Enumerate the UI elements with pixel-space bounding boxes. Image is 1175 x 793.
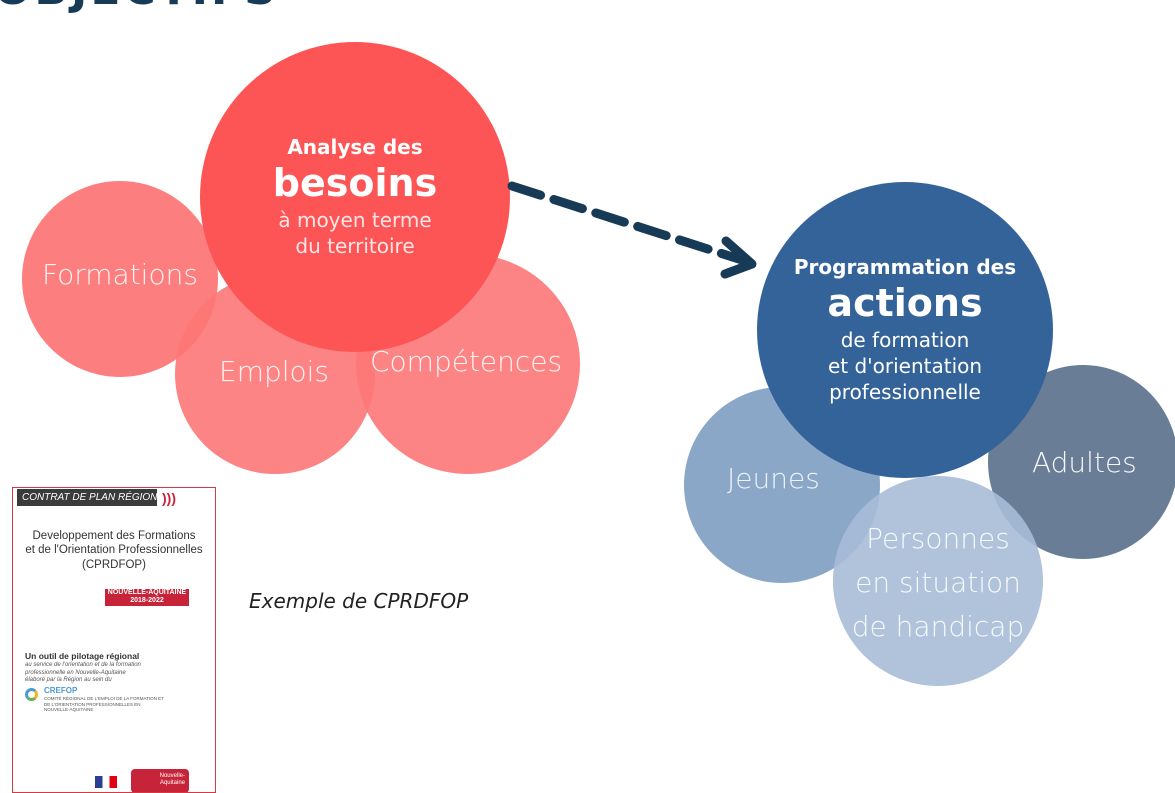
- cprdfop-document-thumbnail: CONTRAT DE PLAN RÉGIONAL ))) Developpeme…: [12, 487, 216, 793]
- handicap-line1: Personnes: [866, 522, 1010, 555]
- french-flag-icon: [95, 776, 117, 788]
- needs-line4: du territoire: [295, 234, 415, 259]
- doc-title-line1: Developpement des Formations: [32, 530, 196, 542]
- na-logo-line1: Nouvelle-: [159, 773, 185, 779]
- needs-line1: Analyse des: [287, 134, 423, 159]
- adultes-label: Adultes: [1032, 446, 1137, 479]
- needs-main-circle: Analyse des besoins à moyen terme du ter…: [200, 42, 510, 352]
- crefop-logo-icon: [25, 688, 38, 701]
- handicap-circle: [833, 476, 1043, 686]
- handicap-line3: de handicap: [851, 610, 1025, 643]
- needs-line2: besoins: [272, 160, 438, 205]
- doc-tool-sub-line1: au service de l'orientation et de la for…: [25, 662, 141, 668]
- actions-line3: de formation: [840, 328, 970, 353]
- doc-header: CONTRAT DE PLAN RÉGIONAL: [17, 489, 170, 506]
- doc-title-line2: et de l'Orientation Professionnelles: [25, 544, 203, 557]
- page-title: OBJECTIFS: [0, 0, 279, 15]
- competences-label: Compétences: [370, 345, 563, 378]
- nouvelle-aquitaine-logo-icon: Nouvelle- Aquitaine: [131, 769, 189, 792]
- doc-region-badge: NOUVELLE-AQUITAINE 2018-2022: [105, 589, 189, 606]
- actions-line2: actions: [827, 280, 983, 325]
- sound-waves-icon: ))): [162, 490, 176, 506]
- doc-tool-block: Un outil de pilotage régional au service…: [25, 651, 210, 685]
- crefop-desc: COMITÉ RÉGIONAL DE L'EMPLOI DE LA FORMAT…: [44, 696, 164, 713]
- handicap-label: Personnes en situation de handicap: [833, 517, 1043, 649]
- actions-line1: Programmation des: [793, 254, 1017, 279]
- actions-line4: et d'orientation: [827, 354, 983, 379]
- actions-main-circle: Programmation des actions de formation e…: [757, 182, 1053, 478]
- doc-tool-title: Un outil de pilotage régional: [25, 651, 140, 661]
- needs-line3: à moyen terme: [278, 208, 432, 233]
- handicap-line2: en situation: [855, 566, 1021, 599]
- doc-tool-sub-line2: professionnelle en Nouvelle-Aquitaine: [25, 669, 126, 676]
- doc-tool-sub: au service de l'orientation et de la for…: [25, 662, 210, 685]
- na-logo-line2: Aquitaine: [159, 780, 185, 786]
- emplois-label: Emplois: [219, 355, 330, 388]
- doc-region-line1: NOUVELLE-AQUITAINE: [107, 589, 187, 596]
- doc-tool-sub-line3: élaboré par la Région au sein du: [25, 677, 112, 683]
- document-caption: Exemple de CPRDFOP: [249, 589, 469, 613]
- doc-region-line2: 2018-2022: [130, 597, 164, 604]
- jeunes-label: Jeunes: [727, 462, 820, 495]
- doc-title: Developpement des Formations et de l'Ori…: [13, 529, 215, 572]
- actions-line5: professionnelle: [829, 380, 981, 405]
- doc-title-line3: (CPRDFOP): [82, 558, 146, 571]
- formations-label: Formations: [42, 258, 198, 291]
- crefop-name: CREFOP: [44, 686, 78, 695]
